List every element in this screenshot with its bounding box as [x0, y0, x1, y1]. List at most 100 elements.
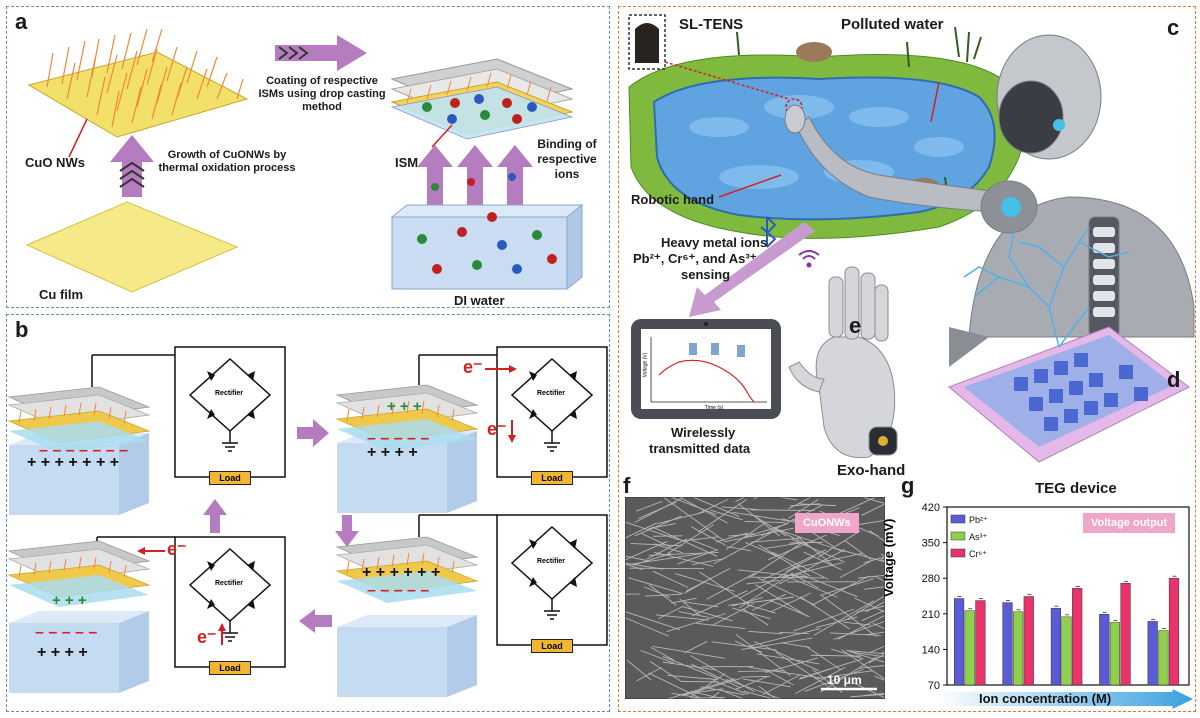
- nanowire-fiber: [656, 511, 705, 525]
- nanowire-fiber: [781, 642, 810, 648]
- exo-hand: [788, 266, 898, 459]
- tablet-ylabel: Voltage (V): [642, 352, 649, 378]
- nanowire-fiber: [837, 614, 885, 640]
- nanowire-fiber: [779, 631, 809, 635]
- robotic-hand-label: Robotic hand: [631, 192, 715, 207]
- nanowire-fiber: [746, 580, 779, 585]
- di-water-box: [391, 216, 568, 290]
- nanowire-fiber: [778, 548, 846, 585]
- sl-tens-inset: [628, 14, 666, 70]
- nanowire-fiber: [864, 586, 885, 590]
- cu-film: [25, 201, 239, 293]
- nanowire-fiber: [732, 511, 789, 522]
- bar: [1023, 596, 1034, 686]
- panel-b-illustration: + + + + + + + – – – – – – – + + + – – – …: [8, 346, 608, 697]
- nanowire-fiber: [625, 521, 679, 541]
- nanowire-fiber: [725, 678, 783, 699]
- nanowire-fiber: [641, 533, 671, 548]
- nanowire-fiber: [648, 523, 676, 530]
- bluetooth-icon: [760, 216, 777, 248]
- stage2-circuit: [496, 346, 608, 478]
- nanowire-fiber: [794, 666, 846, 695]
- nanowire-fiber: [859, 665, 885, 669]
- nanowire-fiber: [664, 497, 725, 542]
- electron-label-3: e⁻: [167, 539, 187, 559]
- nanowire-fiber: [654, 551, 714, 567]
- load-4: Load: [209, 661, 251, 675]
- nanowire-fiber: [691, 526, 726, 546]
- nanowire-fiber: [863, 497, 885, 504]
- nanowire-fiber: [696, 622, 746, 630]
- svg-text:+ + +: + + +: [52, 592, 87, 609]
- nanowire-fiber: [644, 593, 682, 597]
- nanowire-fiber: [652, 645, 725, 659]
- nanowire-fiber: [636, 500, 663, 512]
- legend-swatch: [950, 514, 966, 524]
- electron-label-2: e⁻: [487, 419, 507, 439]
- nanowire-fiber: [634, 497, 684, 523]
- nanowire-fiber: [750, 537, 802, 543]
- tablet-xlabel: Time (s): [705, 405, 724, 411]
- nanowire-fiber: [648, 552, 719, 556]
- bar: [1168, 577, 1180, 686]
- nanowire-fiber: [775, 652, 828, 687]
- nanowire-fiber: [646, 538, 688, 560]
- legend-label: Pb²⁺: [969, 515, 988, 525]
- nanowire-fiber: [850, 693, 885, 698]
- rectifier-label-4: Rectifier: [215, 580, 244, 587]
- nanowire-fiber: [846, 650, 885, 655]
- nanowire-fiber: [746, 604, 776, 614]
- svg-text:– – – – –: – – – – –: [35, 624, 97, 641]
- nanowire-fiber: [636, 667, 662, 682]
- svg-text:– – – – –: – – – – –: [367, 430, 429, 447]
- nanowire-fiber: [814, 670, 873, 680]
- scale-bar-label: 10 μm: [827, 673, 862, 687]
- wireless-line1: Wirelessly: [671, 425, 736, 440]
- nanowire-fiber: [710, 509, 743, 521]
- nanowire-fiber: [754, 516, 787, 537]
- nanowire-fiber: [625, 611, 681, 631]
- nanowire-fiber: [706, 572, 756, 600]
- nanowire-fiber: [803, 551, 843, 571]
- ions-in-water: [417, 212, 557, 274]
- nanowire-fiber: [625, 540, 668, 561]
- panel-right: c SL-TENS Polluted water Robotic hand He…: [618, 6, 1196, 712]
- nanowire-fiber: [772, 551, 829, 580]
- panel-e-letter: e: [849, 313, 862, 338]
- nanowire-fiber: [754, 641, 820, 672]
- svg-text:– – – – –: – – – – –: [367, 582, 429, 599]
- teg-device: [948, 326, 1190, 463]
- electron-label-4: e⁻: [197, 627, 217, 647]
- y-tick-label: 210: [922, 609, 940, 621]
- growth-arrow: [110, 135, 154, 197]
- nanowire-fiber: [791, 538, 845, 563]
- nanowire-fiber: [737, 670, 785, 672]
- nanowire-fiber: [683, 641, 708, 654]
- wifi-icon: [798, 250, 820, 268]
- nanowire-fiber: [788, 498, 819, 519]
- nanowire-fiber: [844, 540, 872, 560]
- nanowire-fiber: [864, 631, 885, 636]
- nanowire-fiber: [863, 556, 885, 564]
- lightning: [963, 226, 1130, 348]
- nanowire-fiber: [769, 599, 810, 618]
- nanowire-fiber: [643, 586, 671, 598]
- nanowire-fiber: [629, 552, 703, 565]
- nanowire-fiber: [692, 558, 725, 566]
- nanowire-fiber: [874, 675, 885, 681]
- y-tick-label: 140: [922, 644, 940, 656]
- bar: [1002, 602, 1013, 686]
- bar: [1120, 583, 1131, 686]
- nanowire-fiber: [650, 646, 674, 661]
- nanowire-fiber: [861, 503, 885, 516]
- nanowire-fiber: [629, 567, 705, 570]
- bar: [1109, 622, 1121, 686]
- binding-arrows: [417, 145, 533, 205]
- nanowire-fiber: [792, 573, 819, 589]
- heavy-metal-line1: Heavy metal ions: [661, 235, 768, 250]
- cu-film-label: Cu film: [39, 287, 84, 302]
- svg-text:+ + + + + +: + + + + + +: [362, 564, 440, 581]
- legend-swatch: [950, 531, 966, 541]
- nanowire-fiber: [670, 597, 697, 604]
- nanowire-fiber: [666, 524, 714, 555]
